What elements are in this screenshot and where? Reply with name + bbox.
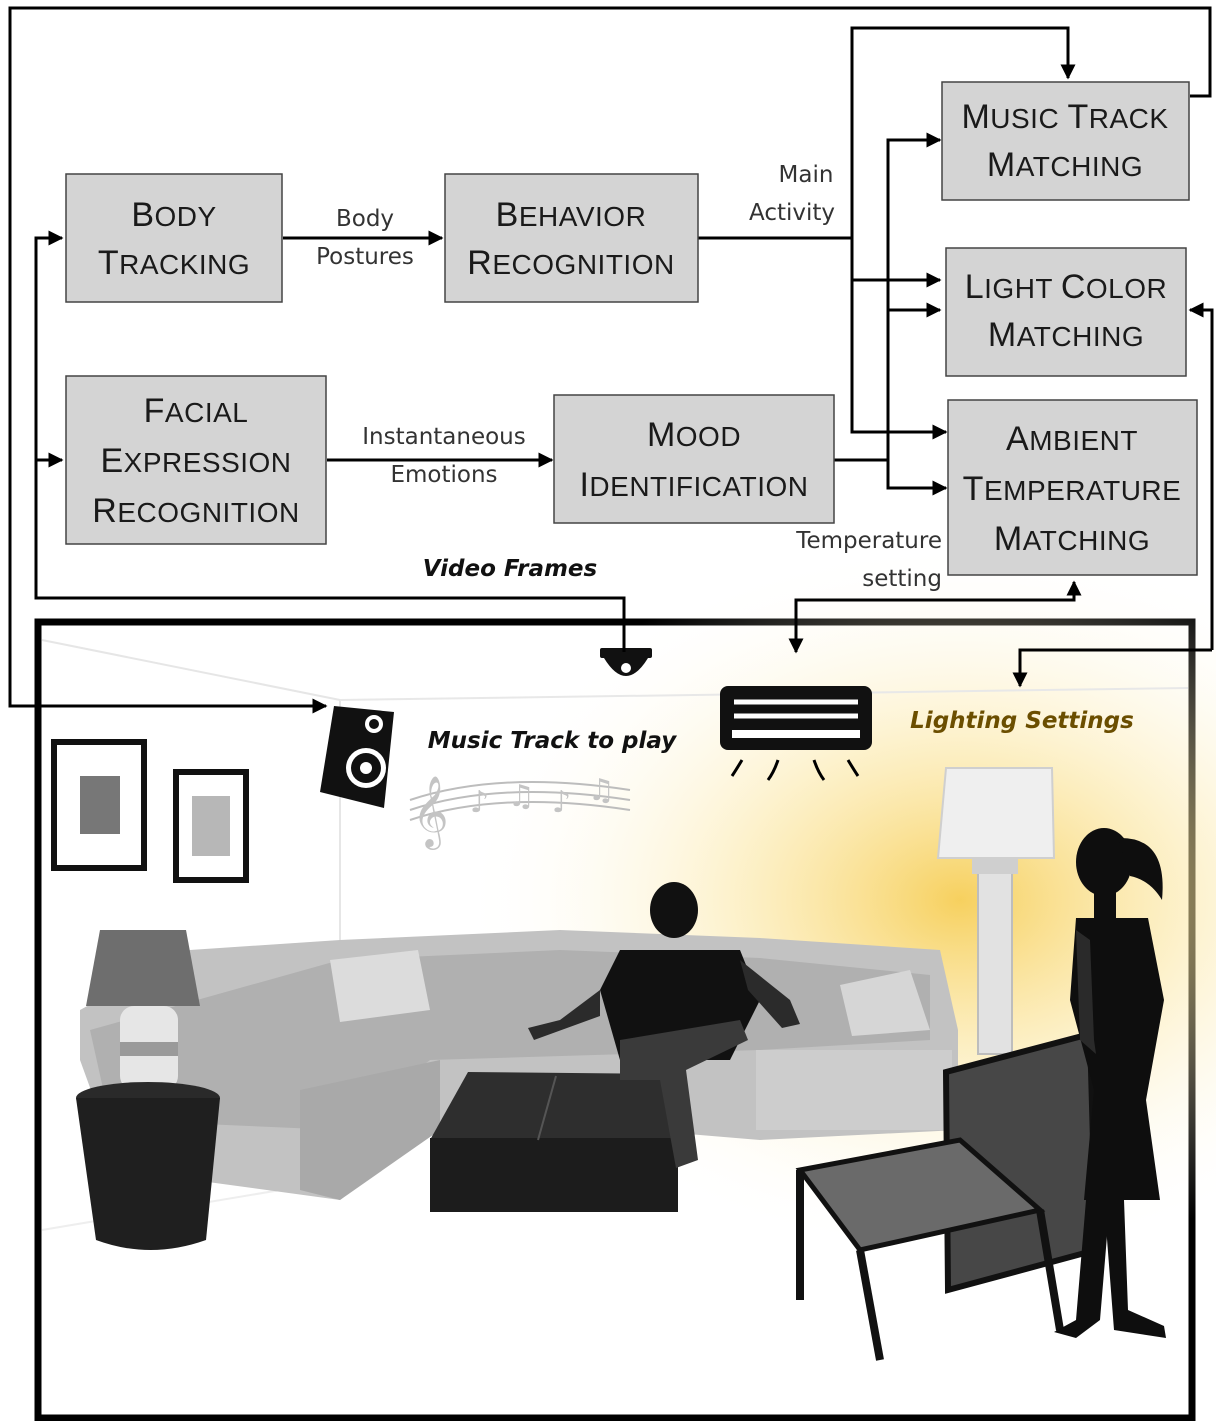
box-body-tracking-line2: TRACKING [98,244,250,282]
air-conditioner-icon [720,686,872,781]
svg-text:♫: ♫ [588,773,615,808]
box-behavior-line2: RECOGNITION [467,244,674,282]
label-body-postures-1: Body [336,206,394,232]
edge-labels: Body Postures Main Activity Instantaneou… [316,162,942,592]
box-mood-line2: IDENTIFICATION [579,466,808,504]
box-light-color-matching: LIGHT COLOR MATCHING [945,247,1187,377]
edge-light-feedback [1188,302,1214,650]
label-temperature-setting-2: setting [862,566,942,592]
edge-mood-to-music [834,132,942,462]
standing-person [1054,828,1166,1338]
side-table [76,1082,220,1250]
table-lamp [86,930,200,1090]
label-lighting-settings: Lighting Settings [910,708,1134,734]
label-main-activity-1: Main [779,162,834,188]
speaker-icon [320,706,394,808]
box-mood-line1: MOOD [647,416,741,454]
box-temperature-line3: MATCHING [994,520,1150,558]
box-music-track-matching: MUSIC TRACK MATCHING [941,81,1190,201]
floor-lamp [936,767,1056,1055]
box-music-line1: MUSIC TRACK [961,98,1168,136]
picture-frame-left [51,739,147,871]
box-temperature-line2: TEMPERATURE [963,470,1182,508]
edge-activity-to-temperature [698,236,948,440]
svg-text:𝄞: 𝄞 [412,774,449,850]
box-temperature-line1: AMBIENT [1006,420,1138,458]
label-music-track-to-play: Music Track to play [428,728,677,754]
svg-text:♪: ♪ [470,785,489,820]
box-behavior-line1: BEHAVIOR [496,196,647,234]
box-facial-line1: FACIAL [144,392,249,430]
scene-labels: Video Frames Music Track to play Lightin… [423,556,1134,754]
svg-text:♫: ♫ [508,779,535,814]
camera-icon [600,648,652,676]
edge-music-to-speaker [8,6,1212,714]
label-main-activity-2: Activity [749,200,835,226]
edge-activity-to-music [850,26,1076,238]
armchair [795,1030,1100,1361]
box-light-line1: LIGHT COLOR [965,268,1168,306]
box-light-line2: MATCHING [988,316,1144,354]
label-temperature-setting-1: Temperature [795,528,942,554]
picture-frame-right [173,769,249,883]
connectors [8,6,1214,714]
label-body-postures-2: Postures [316,244,414,270]
svg-text:♪: ♪ [552,785,571,820]
box-body-tracking: BODY TRACKING [65,173,283,303]
box-facial-line2: EXPRESSION [100,442,291,480]
label-instantaneous-emotions-1: Instantaneous [362,424,526,450]
ottoman [430,1072,690,1212]
edge-video-to-body [34,230,626,652]
box-music-line2: MATCHING [987,146,1143,184]
box-behavior-recognition: BEHAVIOR RECOGNITION [444,173,699,303]
music-notes-icon: 𝄞 ♪ ♫ ♪ ♫ [409,773,631,850]
box-mood-identification: MOOD IDENTIFICATION [553,394,835,524]
box-facial-expression-recognition: FACIAL EXPRESSION RECOGNITION [65,375,327,545]
box-body-tracking-line1: BODY [131,196,216,234]
room-scene: 𝄞 ♪ ♫ ♪ ♫ [34,540,1216,1421]
seated-person [528,882,800,1168]
edge-temperature-to-ac [788,580,1082,654]
box-facial-line3: RECOGNITION [92,492,299,530]
edge-mood-to-temperature [886,460,948,496]
label-instantaneous-emotions-2: Emotions [390,462,497,488]
box-ambient-temperature-matching: AMBIENT TEMPERATURE MATCHING [947,399,1198,576]
label-video-frames: Video Frames [423,556,597,582]
